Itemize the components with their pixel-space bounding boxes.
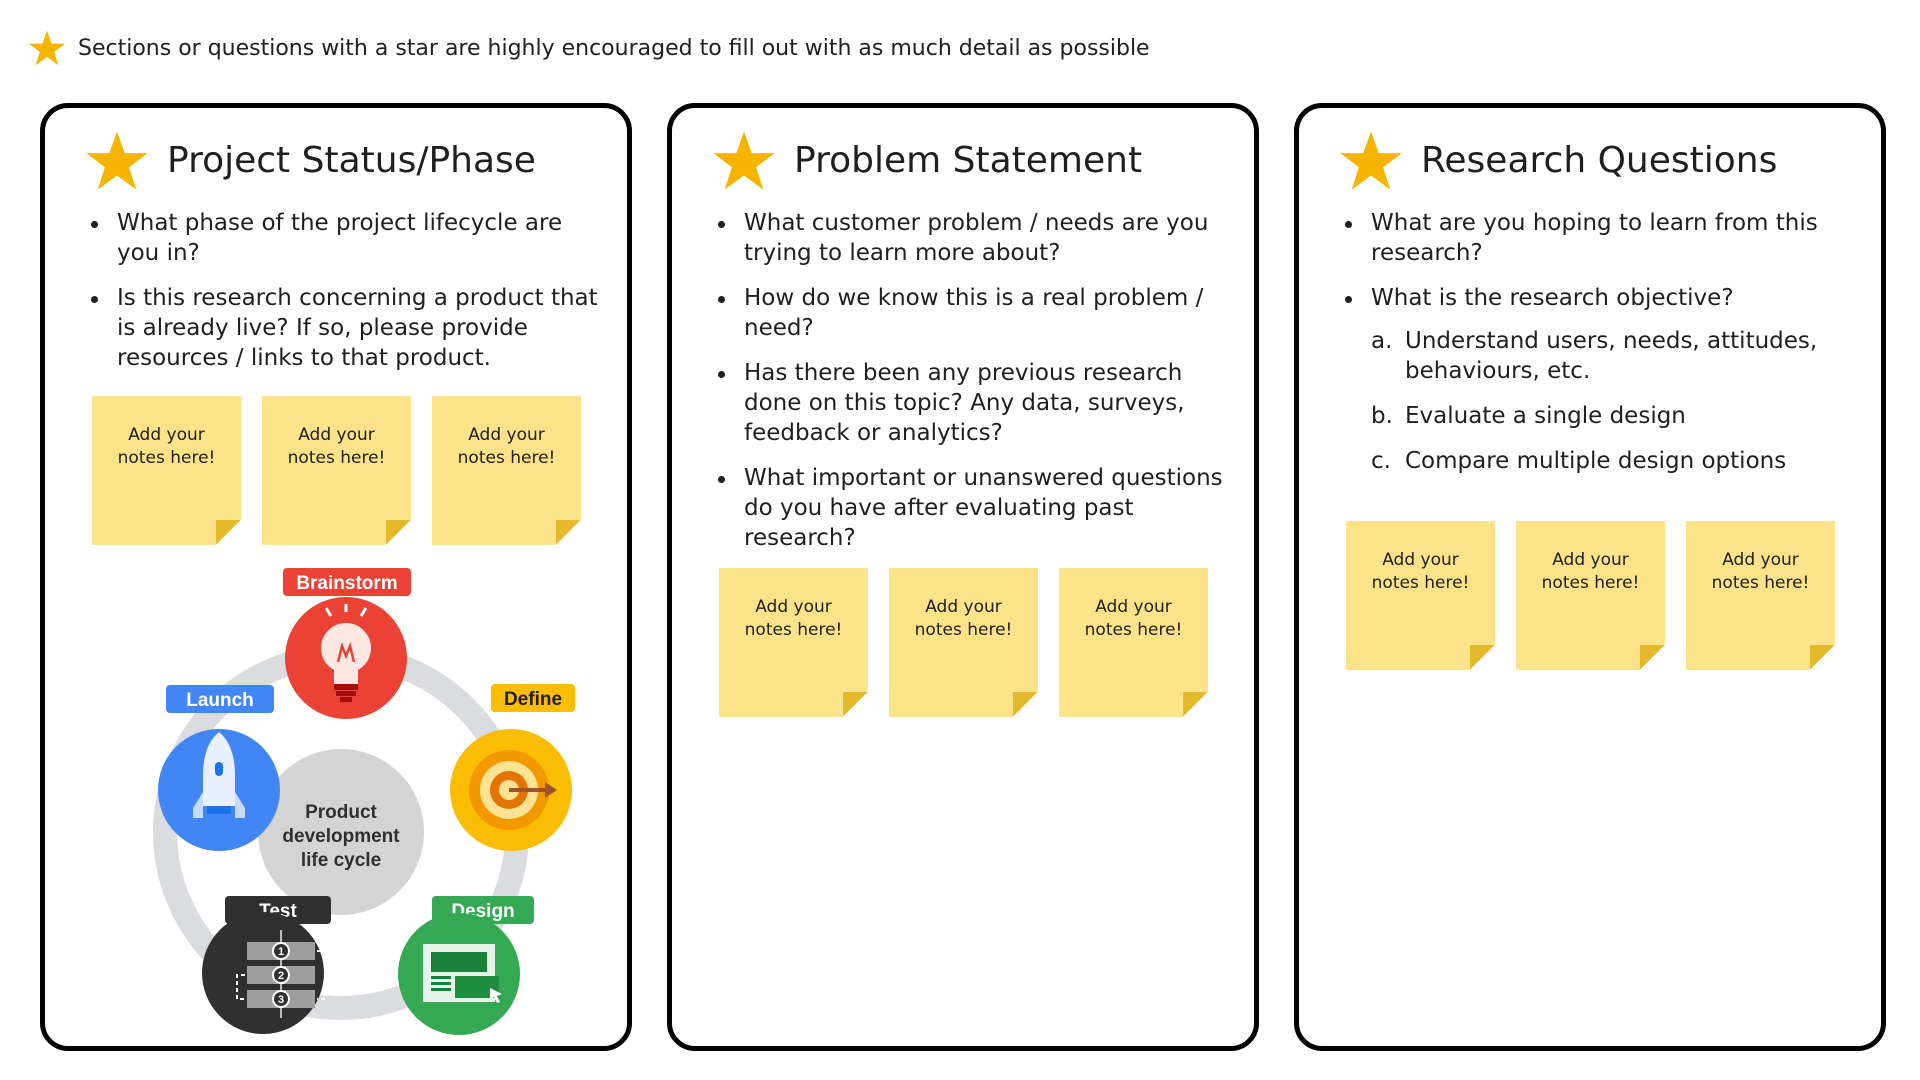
sticky-note[interactable]: Add your notes here! [719,568,868,717]
sticky-note[interactable]: Add your notes here! [1516,521,1665,670]
launch-label-bg [166,685,274,713]
define-label-bg [491,684,575,712]
star-icon [712,130,776,191]
page-fold-icon [843,692,868,717]
project-status-card: Project Status/Phase What phase of the p… [40,103,632,1051]
page-fold-icon [216,520,241,545]
star-icon [1339,130,1403,191]
card-header: Project Status/Phase [85,130,536,191]
star-icon [28,30,66,66]
option-text: Evaluate a single design [1405,403,1686,429]
objective-option: b. Evaluate a single design [1339,401,1829,431]
objective-options: a. Understand users, needs, attitudes, be… [1339,326,1829,476]
define-label: Define [504,689,562,710]
card-title: Research Questions [1421,140,1778,181]
sticky-note[interactable]: Add your notes here! [262,396,411,545]
lightbulb-icon [321,604,371,702]
brainstorm-stage: Brainstorm [283,568,411,719]
sticky-note-text: Add your notes here! [1711,550,1810,593]
test-step-number: 2 [278,970,284,982]
sticky-note-text: Add your notes here! [287,425,386,468]
launch-label: Launch [186,690,254,711]
center-label-line: life cycle [301,850,381,871]
page-fold-icon [1183,692,1208,717]
center-label-line: Product [305,802,377,823]
page-fold-icon [386,520,411,545]
sticky-note-text: Add your notes here! [1541,550,1640,593]
objective-option: c. Compare multiple design options [1339,446,1829,476]
sticky-notes: Add your notes here! Add your notes here… [1346,521,1835,670]
sticky-note-text: Add your notes here! [744,597,843,640]
sticky-notes: Add your notes here! Add your notes here… [92,396,581,545]
sticky-note[interactable]: Add your notes here! [92,396,241,545]
option-marker: b. [1371,403,1393,429]
page-fold-icon [1470,645,1495,670]
legend: Sections or questions with a star are hi… [28,30,1150,66]
sticky-note[interactable]: Add your notes here! [1059,568,1208,717]
design-stage: Design [398,896,534,1035]
brainstorm-label-bg [283,568,411,596]
rocket-icon [193,732,245,818]
test-step-number: 1 [278,946,284,958]
option-marker: a. [1371,328,1393,354]
option-text: Compare multiple design options [1405,448,1787,474]
question-list: What are you hoping to learn from this r… [1339,208,1829,313]
objective-option: a. Understand users, needs, attitudes, be… [1339,326,1829,386]
sticky-note-text: Add your notes here! [457,425,556,468]
center-label-line: development [282,826,400,847]
question-item: What important or unanswered questions d… [712,463,1232,553]
sticky-note[interactable]: Add your notes here! [432,396,581,545]
page-fold-icon [1810,645,1835,670]
sticky-notes: Add your notes here! Add your notes here… [719,568,1208,717]
question-item: What are you hoping to learn from this r… [1339,208,1829,268]
question-item: Is this research concerning a product th… [85,283,605,373]
page-fold-icon [1013,692,1038,717]
define-stage: Define [450,684,575,851]
option-text: Understand users, needs, attitudes, beha… [1405,328,1818,384]
page-fold-icon [1640,645,1665,670]
question-item: Has there been any previous research don… [712,358,1232,448]
question-list: What customer problem / needs are you tr… [712,208,1232,553]
card-header: Research Questions [1339,130,1777,191]
page-fold-icon [556,520,581,545]
question-item: What customer problem / needs are you tr… [712,208,1232,268]
web-page-icon [423,944,502,1003]
center-disc [258,749,424,915]
sticky-note[interactable]: Add your notes here! [1346,521,1495,670]
legend-text: Sections or questions with a star are hi… [78,35,1150,61]
launch-stage: Launch [158,685,280,851]
card-title: Problem Statement [794,140,1143,181]
star-icon [85,130,149,191]
question-list: What phase of the project lifecycle are … [85,208,605,373]
target-icon [469,750,557,830]
sticky-note-text: Add your notes here! [1084,597,1183,640]
research-questions-card: Research Questions What are you hoping t… [1294,103,1886,1051]
question-item: What is the research objective? [1339,283,1829,313]
sticky-note-text: Add your notes here! [914,597,1013,640]
question-item: What phase of the project lifecycle are … [85,208,605,268]
sticky-note[interactable]: Add your notes here! [889,568,1038,717]
checklist-icon: 1 2 3 [236,930,326,1018]
lifecycle-diagram: Product development life cycle Brainstor… [105,566,575,1036]
test-stage: Test 1 2 3 [202,896,331,1034]
question-item: How do we know this is a real problem / … [712,283,1232,343]
sticky-note[interactable]: Add your notes here! [1686,521,1835,670]
test-step-number: 3 [278,994,284,1006]
sticky-note-text: Add your notes here! [1371,550,1470,593]
card-header: Problem Statement [712,130,1142,191]
sticky-note-text: Add your notes here! [117,425,216,468]
card-title: Project Status/Phase [167,140,536,181]
problem-statement-card: Problem Statement What customer problem … [667,103,1259,1051]
option-marker: c. [1371,448,1391,474]
brainstorm-label: Brainstorm [296,573,397,594]
